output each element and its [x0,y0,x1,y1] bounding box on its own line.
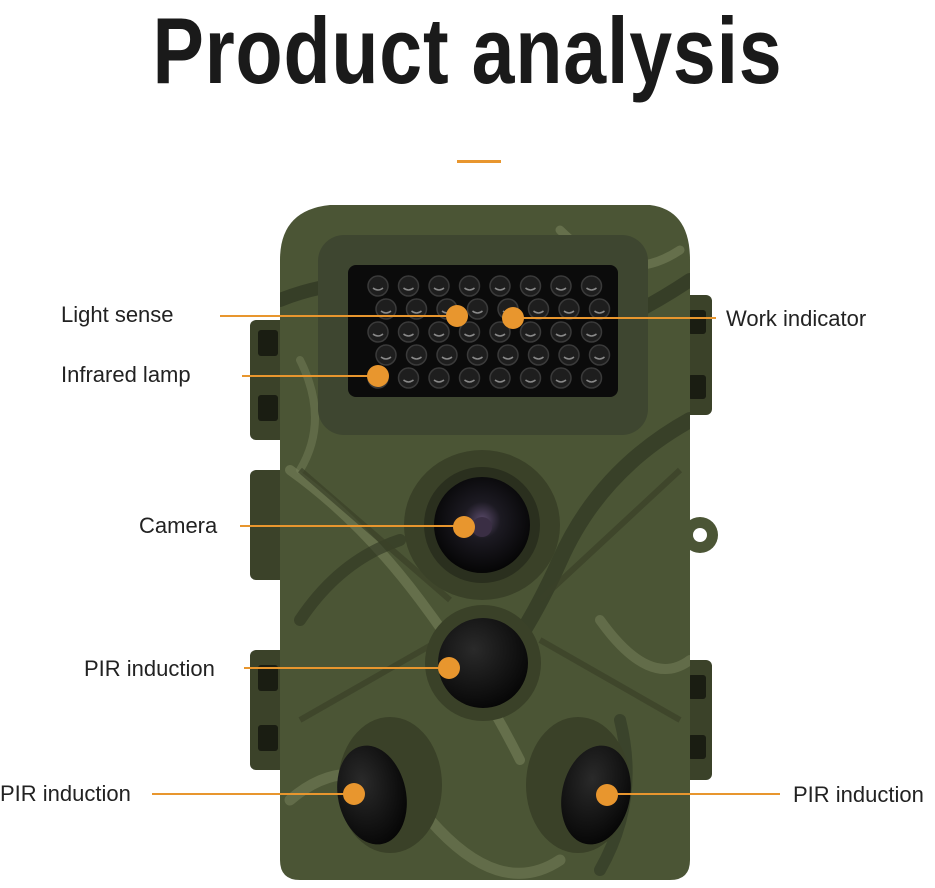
ir-led-highlight [403,287,414,291]
ir-led [466,344,489,366]
callout-leaders [152,315,780,795]
ir-led-highlight [563,356,575,360]
ir-led-highlight [433,379,445,383]
ir-led-highlight [472,356,483,360]
ir-led [489,275,511,297]
ir-led [497,344,519,366]
label-pir-left: PIR induction [0,781,131,806]
ir-led [397,275,420,297]
ir-led-highlight [586,287,597,291]
ir-led-highlight [594,356,605,360]
ir-led-highlight [411,356,422,360]
ir-led [550,321,572,343]
ir-led-highlight [555,287,567,291]
ir-led [588,344,611,366]
ir-led [550,367,572,389]
ir-led-highlight [494,379,506,383]
ir-led [519,321,542,343]
ir-led [519,275,542,297]
title-accent-divider [457,160,501,163]
ir-led [428,275,450,297]
ir-led [527,298,550,320]
ir-led [558,298,580,320]
page-title: Product analysis [152,0,783,103]
ir-led [466,298,489,320]
ir-led [580,275,603,297]
ir-led [527,344,550,366]
label-pir-right: PIR induction [793,782,924,807]
ir-led [519,367,542,389]
ir-led-highlight [464,379,475,383]
ir-led [558,344,580,366]
ir-led-highlight [533,310,544,314]
ir-led-highlight [380,356,392,360]
ir-led-highlight [563,310,575,314]
ir-led [428,321,450,343]
ir-led [405,298,428,320]
label-camera: Camera [139,513,218,538]
ir-led [428,367,450,389]
ir-led [580,367,603,389]
ir-led-grid [367,275,611,389]
camera-lens [404,450,560,600]
pir-sensor-center [425,605,541,721]
ir-led-highlight [586,379,597,383]
ir-led-highlight [555,379,567,383]
marker-pir-center [438,657,460,679]
ir-led [588,298,611,320]
ir-led [367,275,389,297]
ir-led [405,344,428,366]
label-light-sense: Light sense [61,302,174,327]
ir-led-highlight [502,356,514,360]
label-infrared-lamp: Infrared lamp [61,362,191,387]
ir-led-highlight [494,333,506,337]
marker-pir-right [596,784,618,806]
ir-led [580,321,603,343]
ir-led-highlight [586,333,597,337]
callout-markers [343,305,618,806]
ir-led [375,298,397,320]
ir-led-highlight [525,287,536,291]
ir-led [489,321,511,343]
marker-pir-left [343,783,365,805]
ir-led [436,344,458,366]
ir-led-highlight [433,287,445,291]
ir-led [458,275,481,297]
ir-led [458,321,481,343]
ir-led-highlight [464,287,475,291]
ir-led [550,275,572,297]
ir-led-highlight [555,333,567,337]
ir-led-highlight [433,333,445,337]
ir-led-highlight [372,287,384,291]
ir-led [458,367,481,389]
ir-led-highlight [533,356,544,360]
ir-led [397,367,420,389]
ir-led [397,321,420,343]
ir-led-highlight [472,310,483,314]
marker-work-indicator [502,307,524,329]
ir-led-highlight [403,379,414,383]
ir-led-highlight [411,310,422,314]
ir-led-highlight [525,379,536,383]
ir-led [367,321,389,343]
ir-led-highlight [594,310,605,314]
ir-led-highlight [494,287,506,291]
label-pir-center: PIR induction [84,656,215,681]
ir-led [489,367,511,389]
infrared-lamp-panel [318,235,648,435]
ir-led-highlight [464,333,475,337]
label-work-indicator: Work indicator [726,306,867,331]
marker-infrared-lamp [367,365,389,387]
marker-camera [453,516,475,538]
ir-led-highlight [525,333,536,337]
pir-sensor-left [337,717,442,853]
ir-led-highlight [372,333,384,337]
ir-led-highlight [380,310,392,314]
ir-led [375,344,397,366]
ir-led-highlight [403,333,414,337]
ir-led-highlight [441,356,453,360]
marker-light-sense [446,305,468,327]
